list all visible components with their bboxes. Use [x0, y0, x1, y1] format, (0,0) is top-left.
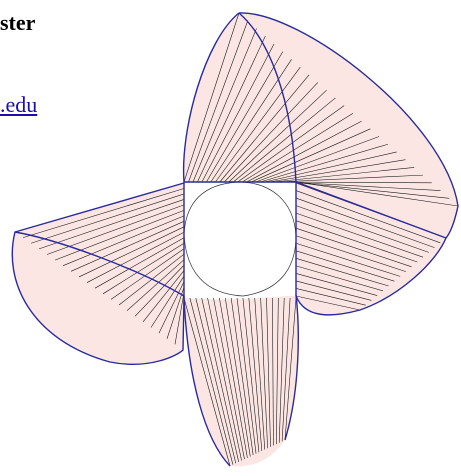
mesh-line: [110, 248, 185, 300]
mesh-line: [224, 82, 319, 183]
mesh-line: [295, 190, 441, 244]
mesh-line: [295, 295, 361, 311]
mesh-line: [295, 280, 372, 301]
mesh-line: [264, 151, 397, 183]
mesh-line: [295, 242, 401, 277]
mesh-line: [273, 167, 415, 183]
mesh-line: [255, 136, 380, 183]
mesh-line: [282, 181, 432, 184]
mesh-line: [54, 210, 185, 261]
mesh-line: [295, 258, 389, 287]
page-title: ster: [0, 10, 36, 35]
mesh-line: [188, 20, 249, 183]
mesh-line: [260, 143, 389, 183]
mesh-line: [295, 197, 435, 248]
lobe-left: [12, 183, 185, 365]
mesh-line: [174, 292, 185, 345]
mesh-line: [284, 297, 297, 441]
mesh-line: [251, 128, 371, 183]
mesh-line: [70, 221, 185, 272]
mesh-line: [158, 281, 185, 334]
mesh-line: [197, 36, 266, 183]
mesh-line: [201, 297, 239, 462]
mesh-line: [150, 275, 185, 328]
email-link[interactable]: .edu: [0, 92, 38, 117]
mesh-line: [86, 232, 185, 283]
mesh-line: [291, 181, 450, 199]
mesh-line: [183, 297, 231, 467]
mesh-line: [30, 193, 185, 244]
mesh-line: [126, 259, 185, 311]
mesh-line: [295, 235, 406, 272]
mesh-line: [228, 89, 327, 183]
mesh-line: [295, 265, 384, 292]
mesh-line: [248, 297, 263, 451]
mesh-line: [134, 264, 185, 317]
mesh-line: [295, 288, 366, 306]
mesh-line: [166, 286, 185, 339]
mesh-line: [207, 297, 242, 461]
mesh-line: [287, 181, 441, 191]
mesh-line: [295, 205, 429, 253]
mesh-line: [206, 51, 284, 183]
mesh-line: [213, 297, 245, 460]
mesh-line: [295, 227, 412, 268]
mesh-line: [189, 297, 234, 465]
mesh-line: [260, 297, 268, 449]
mesh-line: [102, 242, 185, 295]
mesh-line: [295, 250, 395, 282]
mesh-line: [233, 97, 336, 183]
mesh-line: [254, 297, 266, 450]
mesh-line: [276, 297, 279, 445]
hole-rim: [183, 181, 297, 297]
mesh-line: [22, 188, 185, 238]
mesh-line: [236, 297, 257, 454]
mesh-line: [78, 226, 185, 278]
mesh-line: [281, 297, 291, 442]
mesh-line: [195, 297, 237, 464]
mesh-line: [219, 74, 310, 183]
mesh-line: [183, 12, 240, 183]
mesh-line: [142, 270, 185, 323]
mesh-line: [215, 66, 301, 183]
mesh-line: [237, 105, 345, 183]
mesh-line: [242, 113, 354, 183]
mesh-line: [295, 273, 378, 296]
mesh-line: [266, 297, 271, 447]
mesh-line: [192, 28, 257, 183]
mesh-line: [201, 43, 275, 183]
mesh-line: [38, 199, 185, 250]
mesh-line: [295, 181, 459, 207]
mesh-line: [278, 297, 285, 443]
mesh-line: [94, 237, 185, 289]
mesh-line: [246, 120, 362, 183]
mesh-line: [295, 212, 424, 258]
mesh-line: [278, 174, 423, 183]
outline-curves: [11, 12, 459, 467]
mesh-line: [62, 215, 185, 266]
mesh-lines: [14, 12, 459, 467]
mesh-line: [272, 297, 274, 446]
mesh-line: [295, 220, 418, 263]
mesh-line: [230, 297, 254, 456]
mesh-line: [242, 297, 260, 453]
mesh-line: [269, 159, 406, 183]
mesh-line: [219, 297, 248, 458]
mesh-line: [224, 297, 251, 457]
